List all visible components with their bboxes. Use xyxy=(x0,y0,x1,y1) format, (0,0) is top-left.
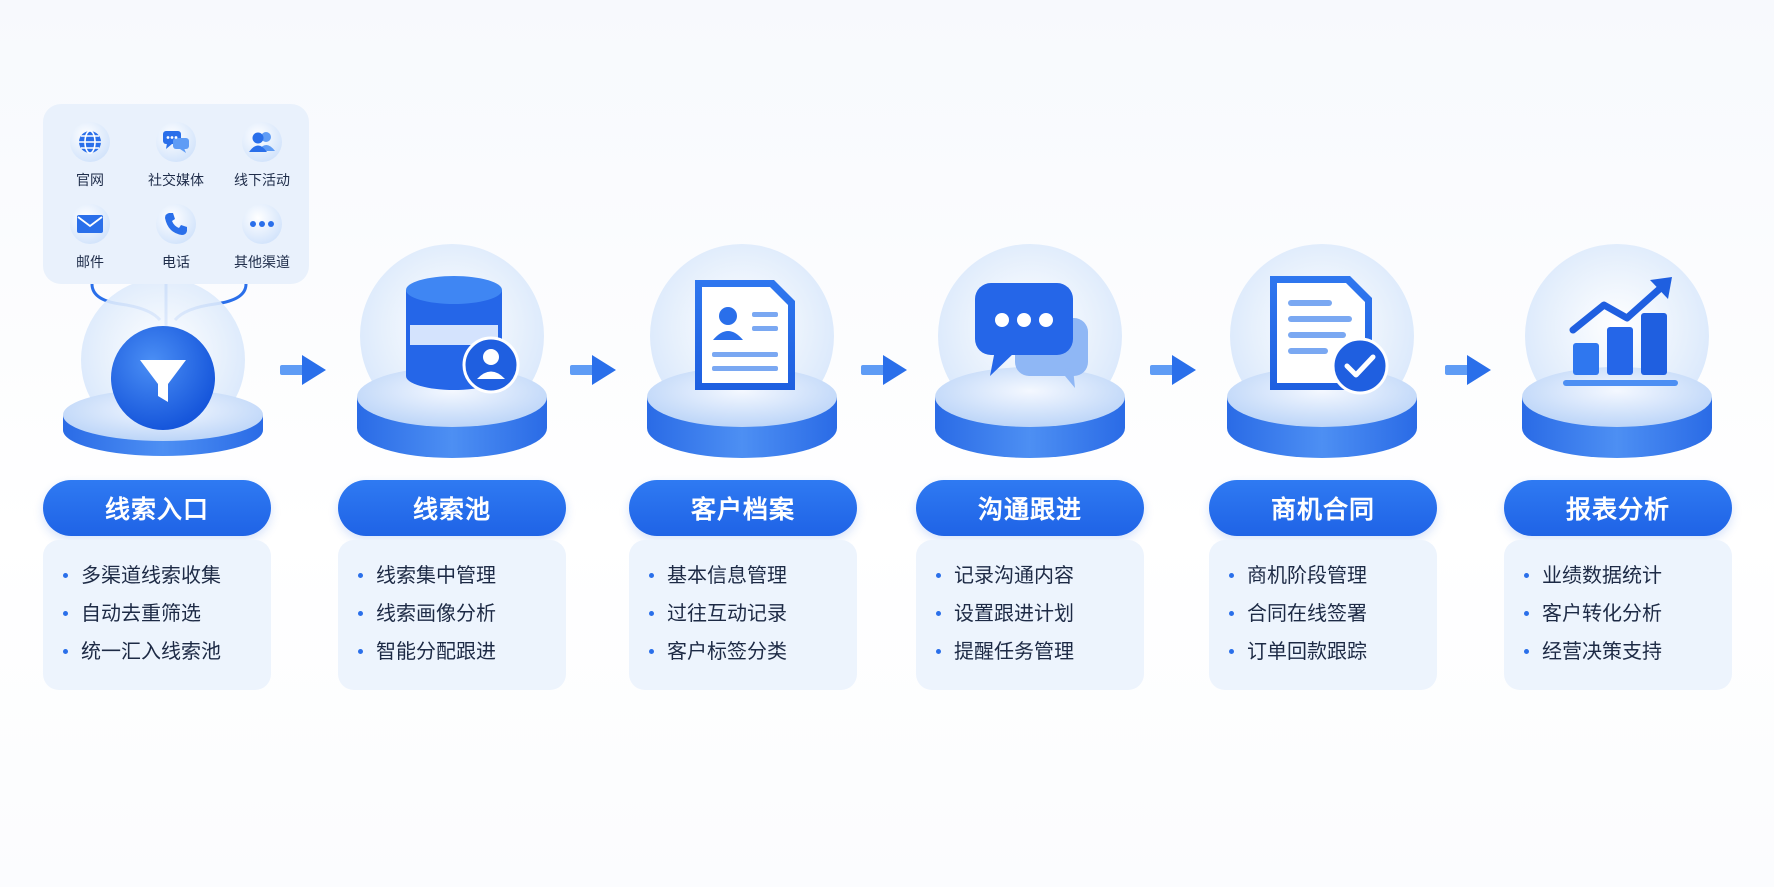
list-item: 线索画像分析 xyxy=(358,600,566,638)
flow-arrows xyxy=(280,355,1491,385)
people-icon xyxy=(242,122,282,162)
step-card-customer-profile: 基本信息管理 过往互动记录 客户标签分类 xyxy=(629,540,857,690)
list-item: 客户标签分类 xyxy=(649,638,857,676)
list-item: 智能分配跟进 xyxy=(358,638,566,676)
globe-icon xyxy=(70,122,110,162)
channel-label: 社交媒体 xyxy=(148,173,204,189)
step-title-lead-pool: 线索池 xyxy=(338,480,566,536)
list-item: 线索集中管理 xyxy=(358,562,566,600)
database-user-icon xyxy=(406,276,520,394)
list-item: 基本信息管理 xyxy=(649,562,857,600)
channel-label: 邮件 xyxy=(76,255,104,271)
channel-social-media: 社交媒体 xyxy=(133,122,219,190)
channel-label: 电话 xyxy=(162,255,190,271)
list-item: 记录沟通内容 xyxy=(936,562,1144,600)
channel-official-site: 官网 xyxy=(47,122,133,190)
step-card-lead-pool: 线索集中管理 线索画像分析 智能分配跟进 xyxy=(338,540,566,690)
profile-document-icon xyxy=(695,280,795,390)
chat-icon xyxy=(975,283,1088,388)
more-dots-icon xyxy=(242,204,282,244)
list-item: 订单回款跟踪 xyxy=(1229,638,1437,676)
step-title-follow-up: 沟通跟进 xyxy=(916,480,1144,536)
list-item: 商机阶段管理 xyxy=(1229,562,1437,600)
platform-2 xyxy=(357,244,547,458)
channel-phone: 电话 xyxy=(133,204,219,272)
step-title-customer-profile: 客户档案 xyxy=(629,480,857,536)
arrow-right-icon xyxy=(1150,355,1196,385)
channel-other: 其他渠道 xyxy=(219,204,305,272)
channel-label: 线下活动 xyxy=(234,173,290,189)
arrow-right-icon xyxy=(1445,355,1491,385)
list-item: 设置跟进计划 xyxy=(936,600,1144,638)
list-item: 过往互动记录 xyxy=(649,600,857,638)
chat-bubbles-icon xyxy=(156,122,196,162)
arrow-right-icon xyxy=(861,355,907,385)
platform-5 xyxy=(1227,244,1417,458)
step-card-report-analysis: 业绩数据统计 客户转化分析 经营决策支持 xyxy=(1504,540,1732,690)
list-item: 客户转化分析 xyxy=(1524,600,1732,638)
phone-icon xyxy=(156,204,196,244)
platform-3 xyxy=(647,244,837,458)
list-item: 多渠道线索收集 xyxy=(63,562,271,600)
step-card-lead-entry: 多渠道线索收集 自动去重筛选 统一汇入线索池 xyxy=(43,540,271,690)
funnel-icon xyxy=(111,326,215,430)
channel-email: 邮件 xyxy=(47,204,133,272)
channel-label: 其他渠道 xyxy=(234,255,290,271)
channel-label: 官网 xyxy=(76,173,104,189)
list-item: 业绩数据统计 xyxy=(1524,562,1732,600)
list-item: 合同在线签署 xyxy=(1229,600,1437,638)
channel-panel: 官网 社交媒体 线下活动 邮件 电话 xyxy=(43,104,309,284)
mail-icon xyxy=(70,204,110,244)
platform-6 xyxy=(1522,244,1712,458)
step-card-follow-up: 记录沟通内容 设置跟进计划 提醒任务管理 xyxy=(916,540,1144,690)
platform-4 xyxy=(935,244,1125,458)
arrow-right-icon xyxy=(570,355,616,385)
platform-1 xyxy=(63,278,263,456)
list-item: 自动去重筛选 xyxy=(63,600,271,638)
channel-offline-event: 线下活动 xyxy=(219,122,305,190)
list-item: 统一汇入线索池 xyxy=(63,638,271,676)
growth-chart-icon xyxy=(1563,277,1678,386)
step-card-opportunity-contract: 商机阶段管理 合同在线签署 订单回款跟踪 xyxy=(1209,540,1437,690)
list-item: 经营决策支持 xyxy=(1524,638,1732,676)
arrow-right-icon xyxy=(280,355,326,385)
step-title-lead-entry: 线索入口 xyxy=(43,480,271,536)
contract-check-icon xyxy=(1270,276,1389,395)
step-title-report-analysis: 报表分析 xyxy=(1504,480,1732,536)
step-title-opportunity-contract: 商机合同 xyxy=(1209,480,1437,536)
list-item: 提醒任务管理 xyxy=(936,638,1144,676)
